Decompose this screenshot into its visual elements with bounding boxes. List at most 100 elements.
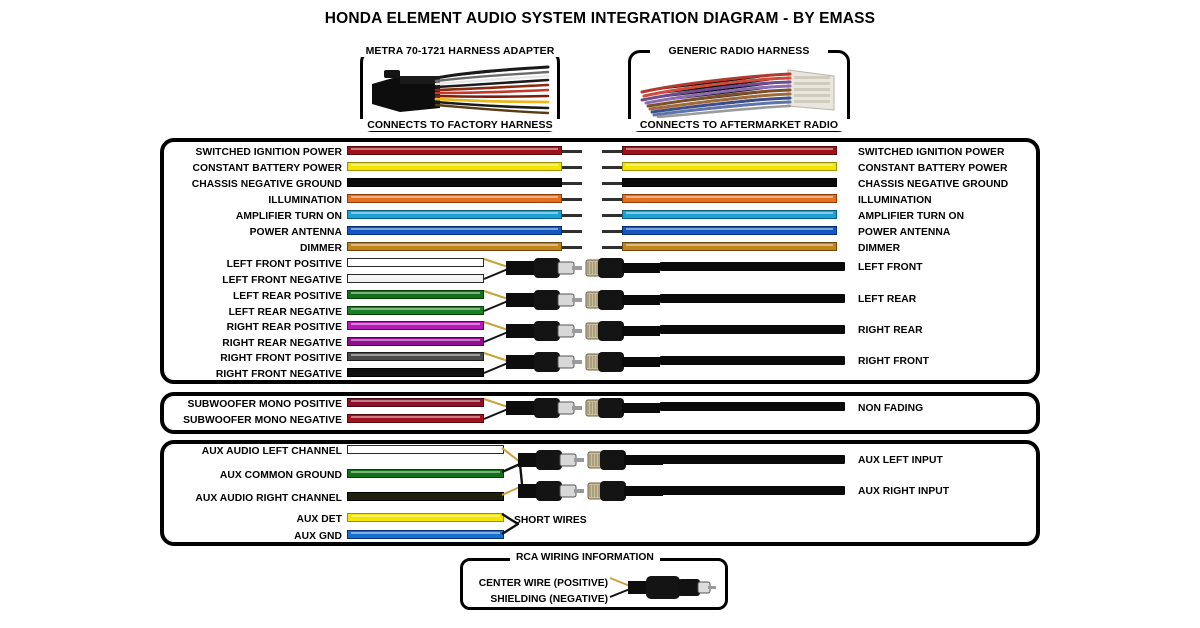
- wire-right-front-negative: [347, 368, 484, 377]
- wire-right-power-antenna: [622, 226, 837, 235]
- wire-label-aux-common-ground: AUX COMMON GROUND: [219, 470, 342, 481]
- rca-plug-illustration: [608, 570, 718, 604]
- wire-stub-right-6: [602, 230, 622, 233]
- wire-right-switched-ignition-power: [622, 146, 837, 155]
- wire-left-amplifier-turn-on: [347, 210, 562, 219]
- wire-subwoofer-mono-positive: [347, 398, 484, 407]
- rca-connector-pair-aux-left: [518, 446, 663, 474]
- rca-connector-pair-right-rear: [482, 315, 662, 347]
- wire-stub-right-3: [602, 182, 622, 185]
- wire-label-right-aux-left-input: AUX LEFT INPUT: [858, 455, 943, 466]
- wire-aux-audio-right-channel: [347, 492, 504, 501]
- wire-stub-left-5: [562, 214, 582, 217]
- wire-stub-left-4: [562, 198, 582, 201]
- rca-connector-pair-aux-right: [518, 477, 663, 505]
- wire-stub-right-2: [602, 166, 622, 169]
- wire-stub-left-7: [562, 246, 582, 249]
- wire-label-left-illumination: ILLUMINATION: [268, 195, 342, 206]
- wire-label-left-constant-battery-power: CONSTANT BATTERY POWER: [192, 163, 342, 174]
- wire-right-constant-battery-power: [622, 162, 837, 171]
- wire-aux-det: [347, 513, 504, 522]
- wire-left-front-negative: [347, 274, 484, 283]
- wire-stub-left-2: [562, 166, 582, 169]
- metra-harness-adapter-photo: [370, 64, 550, 116]
- wire-right-rear-negative: [347, 337, 484, 346]
- wire-label-aux-gnd: AUX GND: [294, 531, 342, 542]
- harness-box-metra-bottom-label: CONNECTS TO FACTORY HARNESS: [352, 119, 568, 131]
- wire-label-right-amplifier-turn-on: AMPLIFIER TURN ON: [858, 211, 965, 222]
- wire-label-right-left-rear: LEFT REAR: [858, 294, 917, 305]
- short-wires-label: SHORT WIRES: [514, 515, 587, 526]
- wire-left-rear-positive: [347, 290, 484, 299]
- wire-label-right-illumination: ILLUMINATION: [858, 195, 932, 206]
- wire-right-illumination: [622, 194, 837, 203]
- wire-label-left-amplifier-turn-on: AMPLIFIER TURN ON: [235, 211, 342, 222]
- wire-label-left-dimmer: DIMMER: [299, 243, 342, 254]
- rca-center-wire-label: CENTER WIRE (POSITIVE): [478, 578, 608, 589]
- wire-label-subwoofer-mono-negative: SUBWOOFER MONO NEGATIVE: [183, 415, 342, 426]
- wire-label-left-rear-positive: LEFT REAR POSITIVE: [232, 291, 342, 302]
- cable-right-front: [660, 356, 845, 365]
- rca-connector-pair-subwoofer: [482, 392, 662, 424]
- wire-label-aux-audio-right-channel: AUX AUDIO RIGHT CHANNEL: [195, 493, 342, 504]
- generic-radio-harness-photo: [638, 62, 840, 118]
- wire-label-right-rear-positive: RIGHT REAR POSITIVE: [226, 322, 342, 333]
- wire-left-constant-battery-power: [347, 162, 562, 171]
- cable-subwoofer: [660, 402, 845, 411]
- wire-stub-right-1: [602, 150, 622, 153]
- wire-label-right-right-rear: RIGHT REAR: [858, 325, 923, 336]
- wire-label-left-chassis-negative-ground: CHASSIS NEGATIVE GROUND: [191, 179, 342, 190]
- wire-label-right-front-positive: RIGHT FRONT POSITIVE: [220, 353, 342, 364]
- wire-label-right-chassis-negative-ground: CHASSIS NEGATIVE GROUND: [858, 179, 1009, 190]
- wire-label-left-front-negative: LEFT FRONT NEGATIVE: [222, 275, 342, 286]
- harness-box-generic-radio-bottom-label: CONNECTS TO AFTERMARKET RADIO: [620, 119, 858, 131]
- wire-right-dimmer: [622, 242, 837, 251]
- wire-label-right-aux-right-input: AUX RIGHT INPUT: [858, 486, 950, 497]
- cable-aux-left-input: [660, 455, 845, 464]
- wire-left-dimmer: [347, 242, 562, 251]
- wire-subwoofer-mono-negative: [347, 414, 484, 423]
- wire-label-right-dimmer: DIMMER: [858, 243, 901, 254]
- wire-right-rear-positive: [347, 321, 484, 330]
- wire-label-aux-det: AUX DET: [296, 514, 342, 525]
- wire-stub-right-5: [602, 214, 622, 217]
- wire-aux-gnd: [347, 530, 504, 539]
- harness-box-metra-top-label: METRA 70-1721 HARNESS ADAPTER: [358, 45, 562, 57]
- cable-aux-right-input: [660, 486, 845, 495]
- wire-left-switched-ignition-power: [347, 146, 562, 155]
- wire-right-front-positive: [347, 352, 484, 361]
- wire-left-rear-negative: [347, 306, 484, 315]
- wire-stub-left-6: [562, 230, 582, 233]
- wire-left-illumination: [347, 194, 562, 203]
- wire-stub-left-3: [562, 182, 582, 185]
- wire-label-aux-audio-left-channel: AUX AUDIO LEFT CHANNEL: [201, 446, 342, 457]
- rca-connector-pair-left-front: [482, 252, 662, 284]
- wire-label-subwoofer-mono-positive: SUBWOOFER MONO POSITIVE: [187, 399, 342, 410]
- wire-label-right-right-front: RIGHT FRONT: [858, 356, 929, 367]
- wire-aux-common-ground: [347, 469, 504, 478]
- wire-left-front-positive: [347, 258, 484, 267]
- wire-label-right-non-fading: NON FADING: [858, 403, 924, 414]
- rca-shielding-label: SHIELDING (NEGATIVE): [490, 594, 608, 605]
- wire-label-left-switched-ignition-power: SWITCHED IGNITION POWER: [195, 147, 342, 158]
- rca-wiring-info-title: RCA WIRING INFORMATION: [510, 552, 660, 563]
- cable-left-rear: [660, 294, 845, 303]
- rca-connector-pair-left-rear: [482, 284, 662, 316]
- wire-label-left-power-antenna: POWER ANTENNA: [249, 227, 342, 238]
- wire-label-right-rear-negative: RIGHT REAR NEGATIVE: [222, 338, 342, 349]
- cable-left-front: [660, 262, 845, 271]
- wire-aux-audio-left-channel: [347, 445, 504, 454]
- wire-right-chassis-negative-ground: [622, 178, 837, 187]
- harness-box-generic-radio-top-label: GENERIC RADIO HARNESS: [650, 45, 828, 57]
- wire-label-right-left-front: LEFT FRONT: [858, 262, 923, 273]
- rca-connector-pair-right-front: [482, 346, 662, 378]
- wire-stub-right-4: [602, 198, 622, 201]
- wire-stub-right-7: [602, 246, 622, 249]
- wire-label-right-constant-battery-power: CONSTANT BATTERY POWER: [858, 163, 1008, 174]
- wire-stub-left-1: [562, 150, 582, 153]
- wire-label-right-switched-ignition-power: SWITCHED IGNITION POWER: [858, 147, 1005, 158]
- cable-right-rear: [660, 325, 845, 334]
- wire-left-chassis-negative-ground: [347, 178, 562, 187]
- wire-label-left-front-positive: LEFT FRONT POSITIVE: [226, 259, 342, 270]
